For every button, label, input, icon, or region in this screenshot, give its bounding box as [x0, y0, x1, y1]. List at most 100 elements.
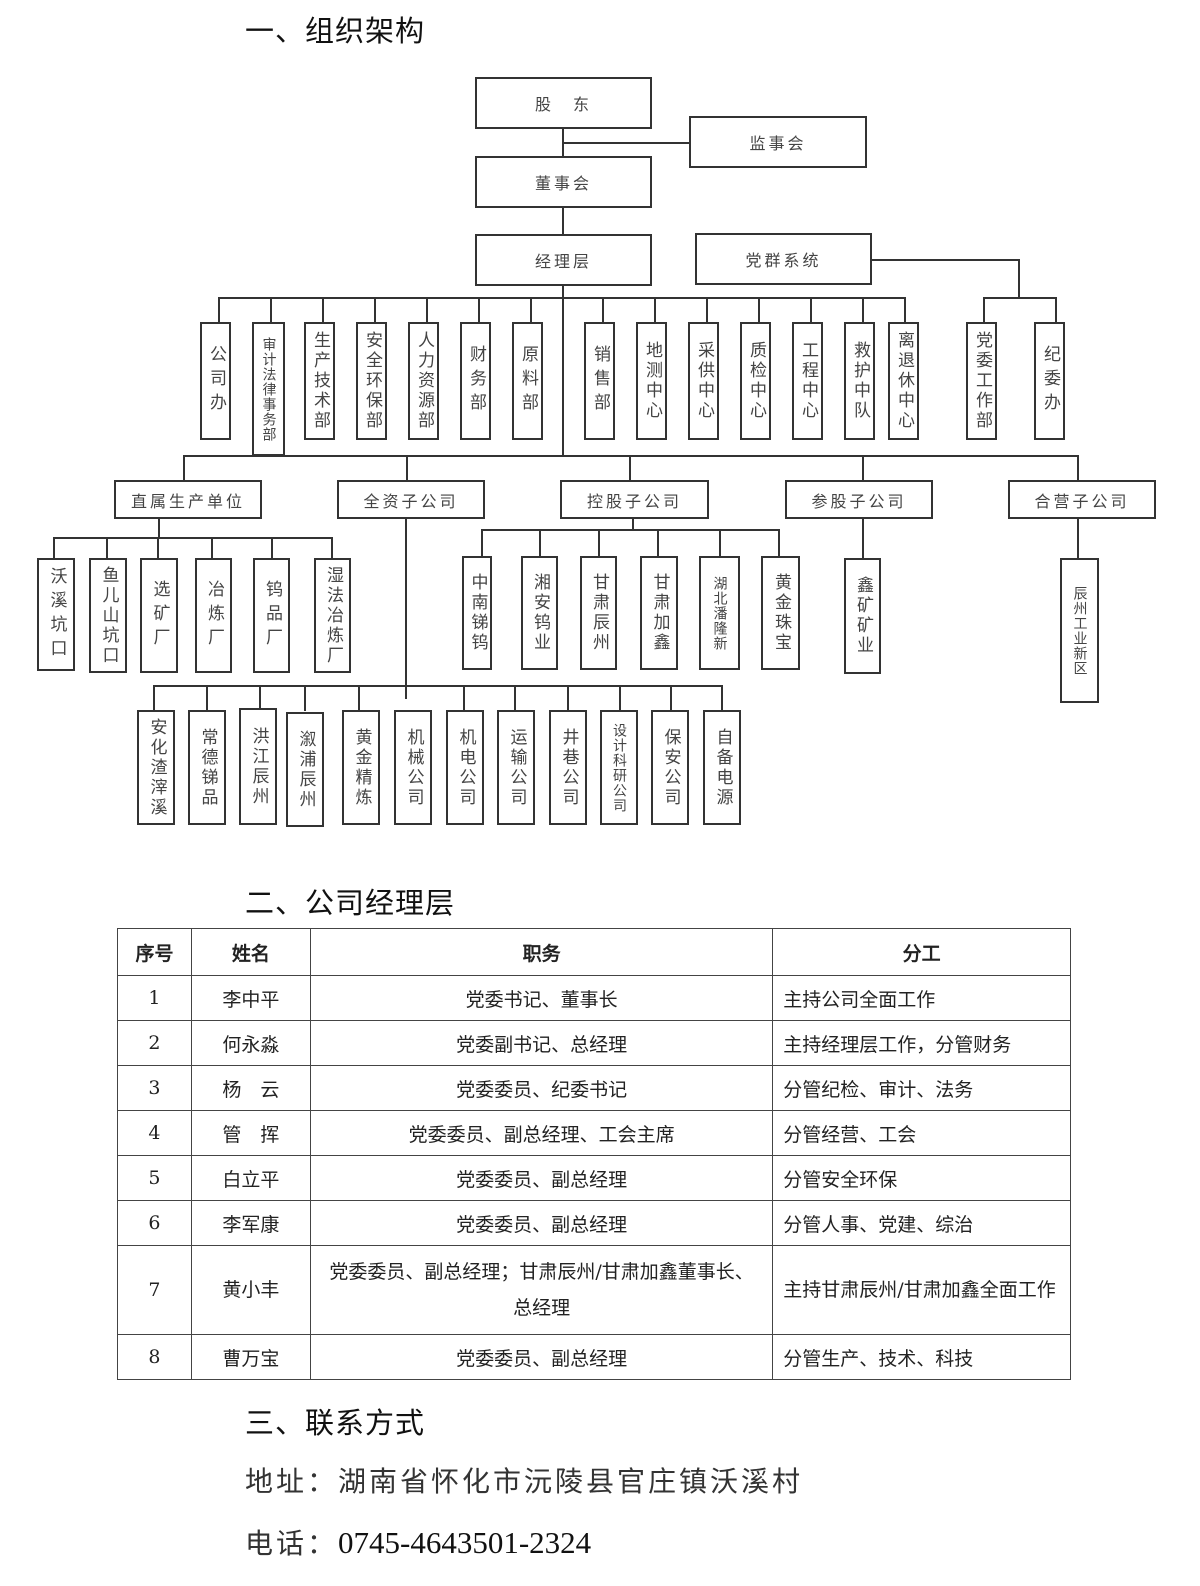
connector — [1077, 519, 1079, 559]
cell-name: 管 挥 — [190, 1110, 311, 1156]
sub-anhua-zhazixi: 安化渣滓溪 — [137, 710, 175, 825]
connector — [183, 455, 185, 481]
group-wholly-owned: 全资子公司 — [337, 480, 485, 519]
unit-woxi-pit: 沃溪坑口 — [37, 558, 75, 671]
connector — [481, 529, 780, 531]
col-header-no: 序号 — [117, 928, 192, 976]
connector — [514, 685, 516, 711]
connector — [632, 519, 634, 530]
dept-safety-env: 安全环保部 — [356, 322, 387, 440]
cell-name: 杨 云 — [190, 1065, 311, 1111]
table-row: 6 李军康 党委委员、副总经理 分管人事、党建、综治 — [117, 1200, 1071, 1246]
cell-no: 1 — [117, 975, 192, 1021]
col-header-name: 姓名 — [190, 928, 311, 976]
connector — [463, 685, 465, 711]
connector — [106, 537, 108, 559]
cell-name: 李军康 — [190, 1200, 311, 1246]
connector — [872, 259, 1019, 261]
cell-duty: 分管纪检、审计、法务 — [772, 1065, 1071, 1111]
table-row: 8 曹万宝 党委委员、副总经理 分管生产、技术、科技 — [117, 1334, 1071, 1380]
dept-party-work: 党委工作部 — [966, 322, 997, 440]
connector — [629, 455, 631, 481]
sub-machinery-company: 机械公司 — [394, 710, 432, 825]
dept-engineering-center: 工程中心 — [792, 322, 823, 440]
sub-design-research-company: 设计科研公司 — [600, 710, 638, 825]
cell-title: 党委书记、董事长 — [309, 975, 774, 1021]
connector — [481, 529, 483, 557]
node-management: 经理层 — [475, 234, 652, 286]
sub-changde-antimony: 常德锑品 — [188, 710, 226, 825]
table-header-row: 序号 姓名 职务 分工 — [117, 928, 1071, 976]
table-row: 5 白立平 党委委员、副总经理 分管安全环保 — [117, 1155, 1071, 1201]
dept-audit-legal: 审计法律事务部 — [252, 322, 285, 456]
cell-duty: 分管人事、党建、综治 — [772, 1200, 1071, 1246]
cell-no: 6 — [117, 1200, 192, 1246]
connector — [862, 297, 864, 323]
connector — [706, 297, 708, 323]
connector — [157, 537, 159, 559]
connector — [426, 297, 428, 323]
dept-rescue-team: 救护中队 — [844, 322, 875, 440]
sub-chenzhou-industrial-zone: 辰州工业新区 — [1060, 558, 1099, 703]
connector — [406, 455, 408, 481]
connector — [153, 685, 723, 687]
connector — [719, 529, 721, 557]
dept-discipline-office: 纪委办 — [1034, 322, 1065, 440]
table-row: 2 何永淼 党委副书记、总经理 主持经理层工作，分管财务 — [117, 1020, 1071, 1066]
dept-finance: 财务部 — [460, 322, 491, 440]
connector — [218, 297, 220, 323]
sub-captive-power: 自备电源 — [703, 710, 741, 825]
group-joint-venture: 合营子公司 — [1008, 480, 1156, 519]
dept-general-office: 公司办 — [200, 322, 231, 440]
sub-xinkuang-mining: 鑫矿矿业 — [844, 558, 881, 674]
node-board-of-directors: 董事会 — [475, 156, 652, 208]
sub-shaft-tunnel-company: 井巷公司 — [549, 710, 587, 825]
connector — [778, 529, 780, 557]
connector — [259, 685, 261, 711]
sub-gold-jewelry: 黄金珠宝 — [761, 556, 800, 670]
phone-value: 0745-4643501-2324 — [338, 1525, 592, 1560]
connector — [904, 297, 906, 323]
connector — [530, 297, 532, 323]
connector — [539, 529, 541, 557]
connector — [153, 685, 155, 711]
connector — [158, 519, 160, 537]
group-direct-production: 直属生产单位 — [114, 480, 262, 519]
management-heading: 二、公司经理层 — [245, 886, 456, 920]
address-value: 湖南省怀化市沅陵县官庄镇沃溪村 — [338, 1465, 804, 1498]
unit-smelter: 冶炼厂 — [195, 558, 232, 673]
connector — [562, 142, 689, 144]
connector — [405, 519, 407, 699]
connector — [1055, 297, 1057, 323]
group-participating: 参股子公司 — [785, 480, 933, 519]
cell-no: 8 — [117, 1334, 192, 1380]
cell-title: 党委委员、副总经理 — [309, 1155, 774, 1201]
cell-name: 黄小丰 — [190, 1245, 311, 1335]
connector — [983, 297, 985, 323]
cell-duty: 主持甘肃辰州/甘肃加鑫全面工作 — [772, 1245, 1071, 1335]
cell-name: 白立平 — [190, 1155, 311, 1201]
connector — [983, 297, 1056, 299]
address-label: 地址： — [245, 1465, 339, 1498]
connector — [654, 297, 656, 323]
address-line: 地址：湖南省怀化市沅陵县官庄镇沃溪村 — [245, 1460, 803, 1500]
connector — [358, 685, 360, 711]
cell-no: 3 — [117, 1065, 192, 1111]
contact-heading: 三、联系方式 — [245, 1406, 426, 1440]
table-row: 1 李中平 党委书记、董事长 主持公司全面工作 — [117, 975, 1071, 1021]
dept-procurement-center: 采供中心 — [688, 322, 719, 440]
connector — [374, 297, 376, 323]
cell-duty: 分管经营、工会 — [772, 1110, 1071, 1156]
cell-title: 党委委员、副总经理 — [309, 1200, 774, 1246]
phone-label: 电话： — [245, 1527, 339, 1560]
cell-no: 2 — [117, 1020, 192, 1066]
cell-name: 曹万宝 — [190, 1334, 311, 1380]
connector — [53, 537, 55, 559]
connector — [670, 685, 672, 711]
connector — [211, 537, 213, 559]
sub-xupu-chenzhou: 溆浦辰州 — [286, 712, 324, 827]
cell-title: 党委委员、副总经理；甘肃辰州/甘肃加鑫董事长、总经理 — [309, 1245, 774, 1335]
connector — [657, 529, 659, 557]
connector — [598, 529, 600, 557]
col-header-title: 职务 — [309, 928, 774, 976]
